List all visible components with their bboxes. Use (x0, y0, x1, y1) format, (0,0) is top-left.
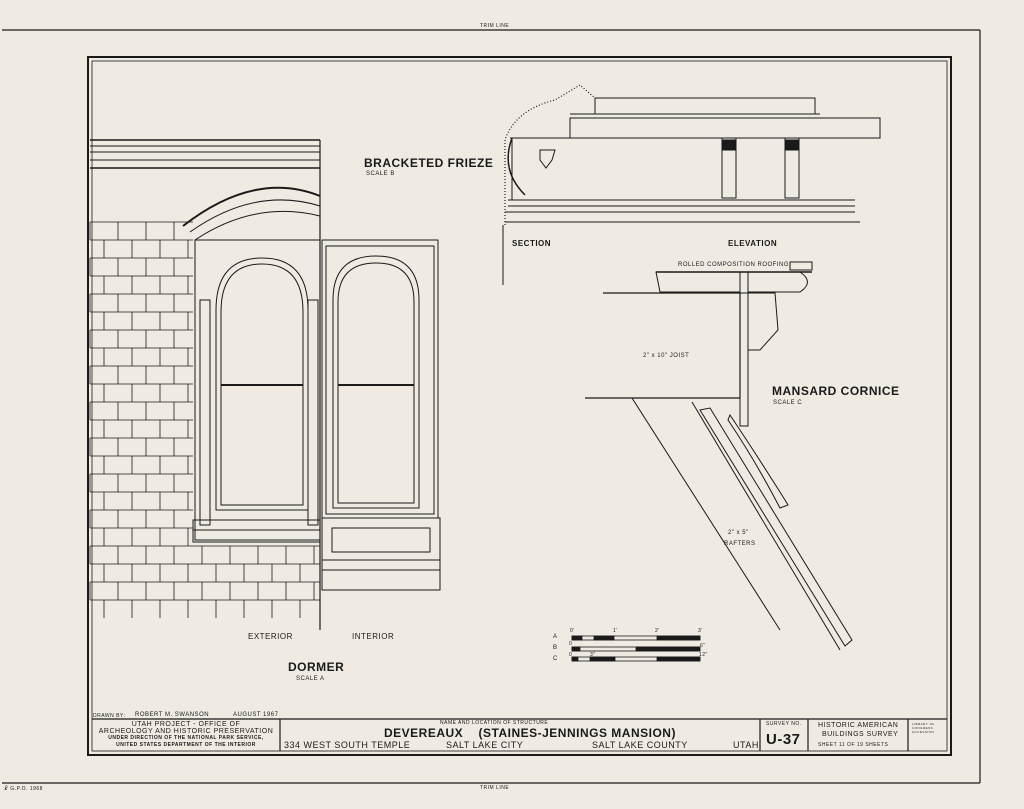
printer-mark: ☧ G.P.O. 1968 (4, 786, 43, 792)
habs-line: HISTORIC AMERICAN (818, 722, 899, 729)
agency-line: UTAH PROJECT - OFFICE OF (131, 721, 241, 728)
agency-line: ARCHEOLOGY AND HISTORIC PRESERVATION (98, 728, 274, 735)
title-block-frame (92, 718, 947, 751)
structure-caption: NAME AND LOCATION OF STRUCTURE (440, 720, 549, 726)
cornice-scale: SCALE C (773, 400, 803, 406)
sheet-border (87, 56, 952, 756)
dormer-drawing (89, 139, 441, 630)
trim-lines (2, 29, 981, 784)
graphic-scale (571, 635, 701, 662)
trim-line-bottom-label: TRIM LINE (480, 785, 510, 791)
city: SALT LAKE CITY (446, 740, 524, 750)
interior-label: INTERIOR (352, 632, 395, 641)
library-stamp: LIBRARY OF CONGRESS ACCESSION (912, 722, 935, 734)
scale-row-letter: B (553, 645, 558, 651)
section-label: SECTION (512, 239, 552, 248)
frieze-title: BRACKETED FRIEZE (364, 156, 494, 170)
frieze-scale: SCALE B (366, 171, 395, 177)
scale-tick-label: 3" (590, 652, 596, 658)
survey-no-label: SURVEY NO. (766, 721, 802, 727)
cornice-drawing (585, 261, 853, 651)
scale-tick-label: 2' (655, 628, 660, 634)
address: 334 WEST SOUTH TEMPLE (284, 740, 411, 750)
county: SALT LAKE COUNTY (592, 740, 688, 750)
scale-tick-label: 0 (569, 641, 573, 647)
scale-row-letter: C (553, 656, 558, 662)
scale-tick-label: 3' (698, 628, 703, 634)
rafters-label: RAFTERS (724, 541, 756, 547)
elevation-label: ELEVATION (728, 239, 778, 248)
survey-number: U-37 (766, 731, 801, 748)
agency-line: UNDER DIRECTION OF THE NATIONAL PARK SER… (108, 735, 264, 741)
scale-tick-label: 12" (699, 652, 708, 658)
drawing-date: AUGUST 1967 (233, 712, 279, 718)
exterior-label: EXTERIOR (248, 632, 293, 641)
habs-line: BUILDINGS SURVEY (822, 731, 899, 738)
scale-tick-label: 0' (570, 628, 575, 634)
dormer-scale: SCALE A (296, 676, 325, 682)
joist-label: 2" x 10" JOIST (643, 353, 690, 359)
scale-tick-label: 0 (569, 652, 573, 658)
rafters-size-label: 2" x 5" (728, 530, 749, 536)
frieze-drawing (502, 84, 881, 285)
cornice-title: MANSARD CORNICE (772, 384, 900, 398)
state: UTAH (733, 740, 759, 750)
agency-line: UNITED STATES DEPARTMENT OF THE INTERIOR (116, 742, 256, 748)
scale-tick-label: 6" (700, 643, 706, 649)
sheet-number: SHEET 11 OF 19 SHEETS (818, 742, 889, 748)
scale-tick-label: 1' (613, 628, 618, 634)
roofing-label: ROLLED COMPOSITION ROOFING (678, 262, 790, 268)
drawn-by-label: DRAWN BY: (93, 713, 126, 719)
scale-row-letter: A (553, 634, 558, 640)
agency-block: UTAH PROJECT - OFFICE OF ARCHEOLOGY AND … (92, 721, 280, 749)
drawn-by-name: ROBERT M. SWANSON (135, 712, 210, 718)
trim-line-top-label: TRIM LINE (480, 23, 510, 29)
structure-name: DEVEREAUX (STAINES-JENNINGS MANSION) (384, 726, 676, 740)
dormer-title: DORMER (288, 660, 345, 674)
